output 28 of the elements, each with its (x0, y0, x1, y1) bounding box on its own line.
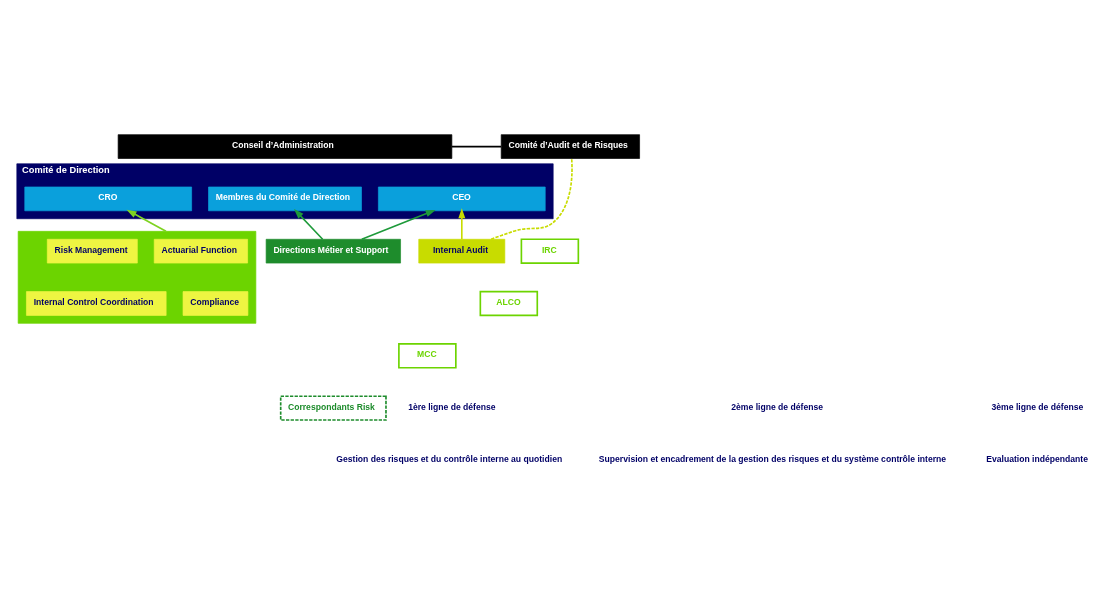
label: 1ère ligne de défense (408, 401, 496, 412)
node-box: Actuarial Function (153, 238, 248, 264)
arrow (360, 209, 436, 241)
node-box: Comité d’Audit et de Risques (500, 134, 640, 159)
node-box: CRO (24, 186, 192, 212)
node-box: MCC (398, 343, 457, 369)
label: Gestion des risques et du contrôle interne au quotidien (336, 454, 563, 465)
node-box: Internal Audit (418, 238, 506, 264)
node-box: Compliance (182, 291, 249, 316)
arrow (126, 209, 167, 233)
node-box: Correspondants Risk (279, 395, 387, 421)
node-box: CEO (378, 186, 546, 212)
arrow (458, 208, 466, 241)
node-box: Internal Control Coordination (26, 291, 167, 316)
node-box: Membres du Comité de Direction (208, 186, 362, 212)
label: Supervision et encadrement de la gestion des risques et du système contrôle interne (598, 454, 947, 465)
node-box: Risk Management (46, 238, 138, 264)
node-box: Directions Métier et Support (265, 238, 401, 264)
label: Evaluation indépendante (986, 454, 1088, 465)
connector (490, 157, 573, 240)
cluster (17, 231, 257, 324)
connector (451, 145, 502, 148)
label: 3ème ligne de défense (991, 401, 1084, 412)
arrow (294, 209, 324, 241)
node-box: IRC (520, 238, 580, 264)
node-box: Conseil d’Administration (117, 134, 453, 159)
label: 2ème ligne de défense (731, 401, 823, 412)
node-box: ALCO (479, 290, 539, 317)
